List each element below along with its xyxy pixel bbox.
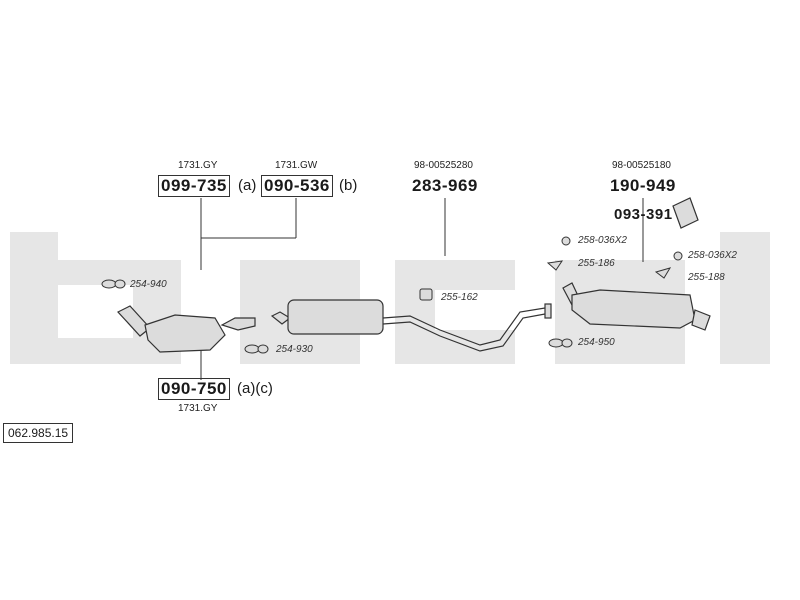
part-suffix: (a)(c): [237, 380, 273, 397]
intermediate-pipe: [382, 303, 552, 352]
rubber-mount-icon: [673, 251, 683, 261]
catalytic-converter: [117, 305, 256, 353]
small-part-label: 254-940: [130, 279, 167, 290]
hanger-icon: [546, 260, 564, 271]
small-part-label: 254-950: [578, 337, 615, 348]
mounting-bracket: [672, 197, 699, 229]
small-part-label: 258-036X2: [688, 250, 737, 261]
code-label: 1731.GY: [178, 160, 218, 171]
code-label: 1731.GY: [178, 403, 218, 414]
part-suffix: (b): [339, 177, 358, 194]
gasket-icon: [548, 338, 564, 348]
reference-number: 062.985.15: [3, 423, 74, 443]
small-part-label: 254-930: [276, 344, 313, 355]
small-part-label: 255-188: [688, 272, 725, 283]
part-number: 190-949: [610, 176, 676, 195]
gasket-icon: [244, 344, 260, 354]
code-label: 98-00525280: [414, 160, 473, 171]
small-part-label: 255-186: [578, 258, 615, 269]
gasket-icon: [257, 344, 269, 354]
clamp-icon: [419, 288, 433, 301]
part-number: 093-391: [614, 206, 673, 223]
rubber-mount-icon: [561, 236, 571, 246]
gasket-icon: [114, 279, 126, 289]
gasket-icon: [561, 338, 573, 348]
center-silencer: [270, 299, 384, 335]
rear-muffler: [562, 282, 711, 331]
code-label: 1731.GW: [275, 160, 318, 171]
hanger-icon: [654, 267, 672, 279]
code-label: 98-00525180: [612, 160, 671, 171]
part-number: 090-536: [261, 175, 333, 197]
part-number: 283-969: [412, 176, 478, 195]
small-part-label: 258-036X2: [578, 235, 627, 246]
small-part-label: 255-162: [441, 292, 478, 303]
part-number: 090-750: [158, 378, 230, 400]
gasket-icon: [101, 279, 117, 289]
part-suffix: (a): [238, 177, 257, 194]
part-number: 099-735: [158, 175, 230, 197]
